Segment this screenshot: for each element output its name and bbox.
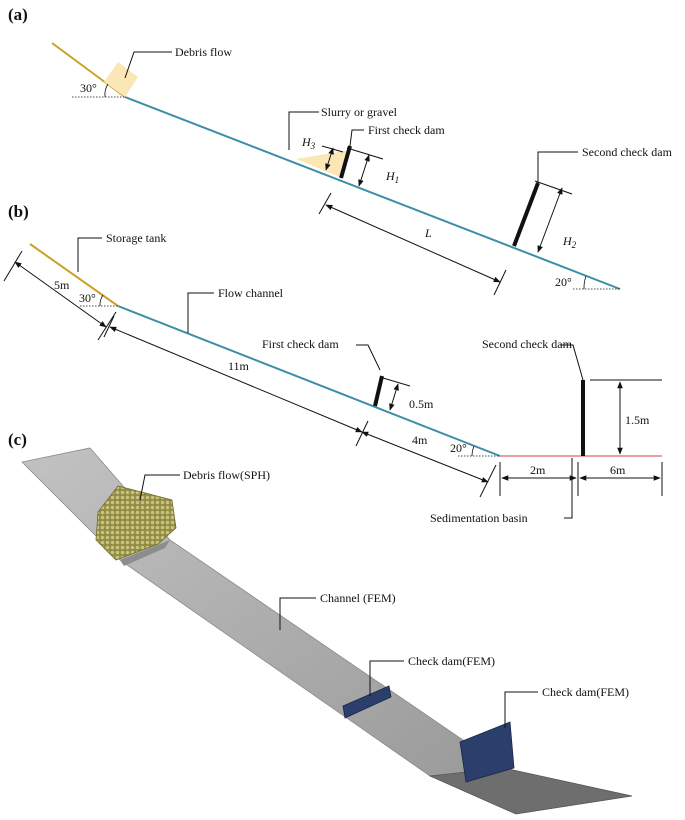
angle-20-b: 20° [450,441,467,455]
h3-ext-top [321,145,344,153]
h2-ext-top [534,180,573,195]
debris-flow-block [104,62,138,97]
h3-dim-line [325,147,334,171]
h1-subscript: 1 [395,175,400,185]
channel-fem-leader [279,597,316,630]
basin-left-label: 2m [530,463,546,477]
angle-20-a: 20° [555,275,572,289]
dam2-height-label: 1.5m [625,413,650,427]
fem-check-dam-2 [459,721,515,783]
angle-30-a: 30° [80,81,97,95]
angle-arc-20-b [471,445,475,457]
sph-debris-flow-block [95,485,177,561]
panel-c: (c) Debris flow(SPH) Channel (FEM) Check… [8,430,633,815]
slurry-gravel-wedge [296,150,350,178]
storage-tank-slope [29,243,119,307]
angle-arc-30-a [104,83,109,98]
debris-flow-leader [124,51,172,79]
panel-a-label: (a) [8,5,28,24]
fem-basin-surface [428,767,633,815]
h3-subscript: 3 [310,141,316,151]
lower-length-label: 4m [412,433,428,447]
tank-tick-top [3,250,23,282]
panel-b-label: (b) [8,202,29,221]
h1-label: H1 [385,169,399,185]
channel-fem-label: Channel (FEM) [320,591,396,605]
l-dim-line [325,204,501,283]
panel-c-label: (c) [8,430,27,449]
h3-symbol: H [301,135,312,149]
dam1-height-dim [389,383,399,411]
check-dam-2-leader [504,691,538,728]
h2-label: H2 [562,234,577,250]
first-check-dam-leader-a [349,129,364,147]
first-check-dam-leader-b [356,344,381,371]
lower-dim-line [361,431,489,483]
h2-subscript: 2 [572,240,577,250]
h2-symbol: H [562,234,573,248]
second-check-dam-leader-a [537,151,578,183]
storage-tank-label: Storage tank [106,231,166,245]
h1-dim-line [358,154,370,187]
check-dam-1-leader [369,660,404,696]
second-check-dam-label-b: Second check dam [482,337,573,351]
check-dam-1-label: Check dam(FEM) [408,654,495,668]
channel-slope-a [124,96,621,290]
first-check-dam-b [373,375,384,407]
angle-arc-20-a [583,275,587,290]
debris-flow-label: Debris flow [175,45,232,59]
second-check-dam-leader-b [560,344,584,381]
check-dam-2-label: Check dam(FEM) [542,685,629,699]
angle-30-b: 30° [79,291,96,305]
l-tick-left [318,192,332,215]
tank-length-label: 5m [54,278,70,292]
h3-label: H3 [301,135,316,151]
tank-tick-bottom [97,311,117,341]
h1-ext-top [346,147,384,160]
dam1-height-label: 0.5m [409,397,434,411]
fem-channel-surface [21,447,506,777]
channel-length-label: 11m [228,359,250,373]
debris-flow-sph-leader [139,474,180,501]
h1-symbol: H [385,169,396,183]
channel-tick-top [103,315,115,338]
first-check-dam-label-b: First check dam [262,337,339,351]
lower-tick-end [479,464,497,498]
fem-channel-edge [120,540,170,566]
storage-tank-leader [77,237,102,272]
panel-b: (b) Storage tank 5m 30° Flow channel 11m… [3,202,663,525]
length-l-label: L [424,226,432,240]
second-check-dam-a [512,182,540,247]
sedimentation-leader [564,458,573,519]
tank-dim-line [14,261,107,328]
slurry-gravel-leader [288,111,319,150]
flow-channel-label: Flow channel [218,286,284,300]
slurry-gravel-label: Slurry or gravel [321,105,398,119]
panel-a: (a) Debris flow 30° Slurry or gravel Fir… [8,5,673,296]
debris-flow-sph-label: Debris flow(SPH) [183,468,270,482]
second-check-dam-label-a: Second check dam [582,145,673,159]
flow-channel-leader [187,292,214,333]
dam1-height-ext [382,377,411,387]
l-tick-right [493,269,507,296]
basin-right-label: 6m [610,463,626,477]
flow-channel-slope [117,305,501,457]
angle-arc-30-b [99,294,104,307]
channel-dim-line [109,326,363,433]
sedimentation-basin-label: Sedimentation basin [430,511,528,525]
first-check-dam-label-a: First check dam [368,123,445,137]
h2-dim-line [537,187,563,253]
first-check-dam-a [339,145,352,179]
fem-check-dam-1 [342,685,392,719]
